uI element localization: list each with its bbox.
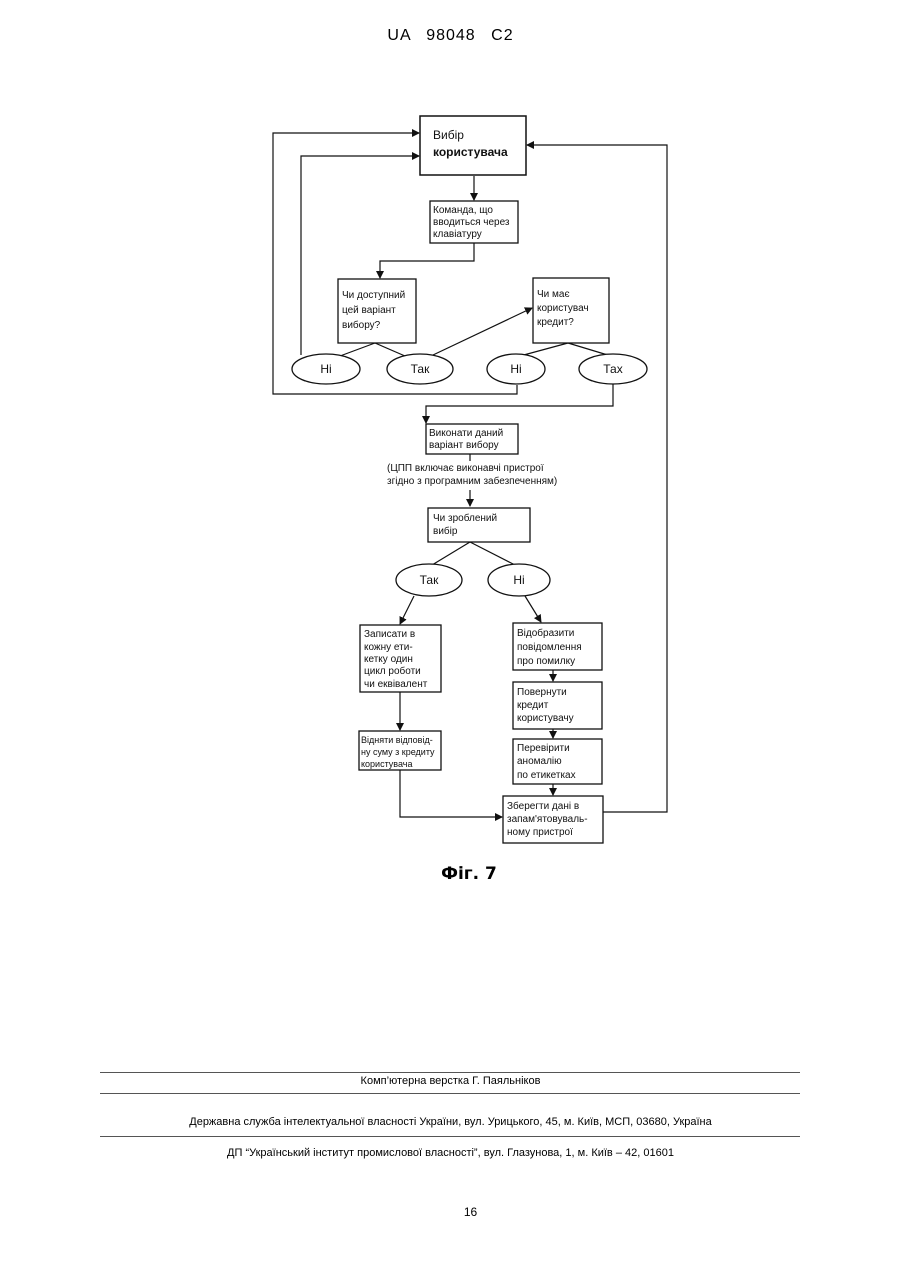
svg-text:вводиться через: вводиться через — [433, 217, 510, 228]
svg-text:ну суму з кредиту: ну суму з кредиту — [361, 747, 435, 757]
svg-text:кожну ети-: кожну ети- — [364, 642, 413, 653]
svg-text:Виконати даний: Виконати даний — [429, 428, 503, 439]
svg-text:Так: Так — [420, 573, 439, 587]
oval-yes-3: Так — [396, 564, 462, 596]
cpu-note: (ЦПП включає виконавчі пристрої згідно з… — [387, 463, 557, 487]
process-box-execute-option: Виконати даний варіант вибору — [426, 424, 518, 454]
process-box-check-anomaly: Перевірити аномалію по етикетках — [513, 739, 602, 784]
svg-text:вибір: вибір — [433, 525, 458, 537]
institute-address: ДП “Український інститут промислової вла… — [0, 1147, 901, 1159]
svg-text:цей варіант: цей варіант — [342, 305, 396, 316]
svg-text:Записати в: Записати в — [364, 629, 415, 640]
oval-yes-1: Так — [387, 354, 453, 384]
svg-text:Відобразити: Відобразити — [517, 627, 574, 639]
svg-text:Повернути: Повернути — [517, 687, 567, 698]
flowchart: Вибір користувача Команда, що вводиться … — [0, 0, 901, 900]
svg-text:повідомлення: повідомлення — [517, 642, 582, 653]
svg-text:цикл роботи: цикл роботи — [364, 665, 421, 677]
svg-text:Так: Так — [411, 362, 430, 376]
svg-text:аномалію: аномалію — [517, 756, 562, 767]
process-box-subtract-credit: Відняти відповід- ну суму з кредиту кори… — [359, 731, 441, 770]
svg-text:користувача: користувача — [433, 145, 508, 159]
svg-text:Ні: Ні — [320, 362, 331, 376]
svg-text:Чи має: Чи має — [537, 289, 570, 300]
oval-no-3: Ні — [488, 564, 550, 596]
svg-text:користувача: користувача — [361, 759, 412, 769]
svg-text:кредит?: кредит? — [537, 317, 574, 328]
divider-middle — [100, 1093, 800, 1094]
svg-text:Зберегти дані в: Зберегти дані в — [507, 800, 579, 812]
oval-no-2: Ні — [487, 354, 545, 384]
svg-text:запам'ятовуваль-: запам'ятовуваль- — [507, 814, 588, 825]
svg-text:клавіатуру: клавіатуру — [433, 229, 482, 240]
decision-box-option-available: Чи доступний цей варіант вибору? — [338, 279, 416, 343]
process-box-return-credit: Повернути кредит користувачу — [513, 682, 602, 729]
decision-box-has-credit: Чи має користувач кредит? — [533, 278, 609, 343]
svg-text:(ЦПП включає виконавчі пристро: (ЦПП включає виконавчі пристрої — [387, 463, 544, 474]
svg-text:вибору?: вибору? — [342, 319, 381, 331]
process-box-save-data: Зберегти дані в запам'ятовуваль- ному пр… — [503, 796, 603, 843]
svg-text:Ні: Ні — [510, 362, 521, 376]
process-box-show-error: Відобразити повідомлення про помилку — [513, 623, 602, 670]
oval-no-1: Ні — [292, 354, 360, 384]
svg-text:Відняти відповід-: Відняти відповід- — [361, 735, 433, 745]
svg-text:Чи доступний: Чи доступний — [342, 290, 405, 301]
figure-caption: Фіг. 7 — [0, 864, 901, 884]
svg-text:про помилку: про помилку — [517, 656, 575, 667]
svg-text:варіант вибору: варіант вибору — [429, 439, 499, 451]
svg-text:чи еквівалент: чи еквівалент — [364, 679, 428, 690]
svg-text:згідно з програмним забезпечен: згідно з програмним забезпеченням) — [387, 475, 557, 487]
svg-text:кетку один: кетку один — [364, 654, 413, 665]
svg-text:Вибір: Вибір — [433, 128, 464, 142]
publisher-address: Державна служба інтелектуальної власност… — [0, 1116, 901, 1128]
svg-text:Ні: Ні — [513, 573, 524, 587]
oval-yes-2: Тах — [579, 354, 647, 384]
decision-box-selection-made: Чи зроблений вибір — [428, 508, 530, 542]
process-box-write-cycle: Записати в кожну ети- кетку один цикл ро… — [360, 625, 441, 692]
page-number: 16 — [0, 1205, 901, 1219]
process-box-keyboard-command: Команда, що вводиться через клавіатуру — [430, 201, 518, 243]
svg-text:Команда, що: Команда, що — [433, 205, 493, 216]
svg-text:ному пристрої: ному пристрої — [507, 827, 573, 838]
svg-text:користувачу: користувачу — [517, 713, 574, 724]
layout-credit: Комп’ютерна верстка Г. Паяльніков — [0, 1075, 901, 1087]
svg-text:користувач: користувач — [537, 303, 589, 314]
svg-text:по етикетках: по етикетках — [517, 770, 576, 781]
svg-text:кредит: кредит — [517, 700, 549, 711]
svg-text:Чи зроблений: Чи зроблений — [433, 512, 497, 524]
divider-top — [100, 1072, 800, 1073]
divider-bottom — [100, 1136, 800, 1137]
svg-text:Тах: Тах — [603, 362, 622, 376]
svg-text:Перевірити: Перевірити — [517, 743, 570, 754]
process-box-select-user: Вибір користувача — [420, 116, 526, 175]
